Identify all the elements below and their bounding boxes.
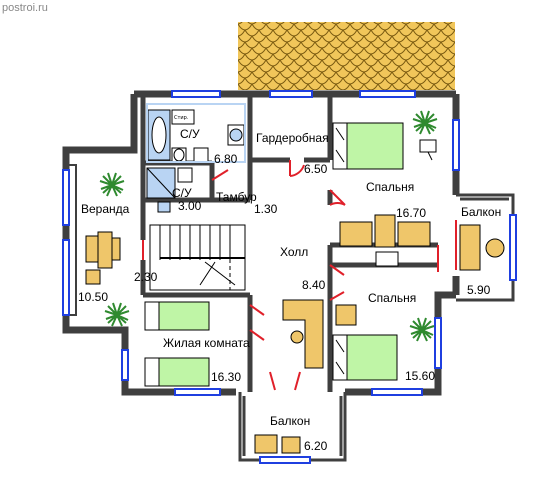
room-label-bedroom1: Спальня [366,180,414,194]
plant-icon [99,172,125,197]
room-label-living: Жилая комната [163,336,250,350]
room-area-hall: 8.40 [302,278,326,292]
plant-icon [104,302,130,327]
bedroom-1-furniture [332,122,437,170]
boiler-label: Стир. [174,115,189,121]
staircase [149,224,246,291]
bathroom-1-fixtures [146,103,246,163]
bathroom-2-fixtures [146,167,193,213]
room-label-bath1: С/У [180,127,200,141]
room-label-vestibule: Тамбур [216,190,257,204]
doors [142,160,457,391]
room-area-living: 16.30 [211,370,241,384]
plant-icon [409,317,435,342]
room-label-bath2: С/У [172,186,192,200]
bedroom-2-furniture [332,304,398,381]
roof-tiles-offset [238,22,455,90]
veranda-furniture [85,231,121,285]
room-area-bedroom2: 15.60 [405,369,435,383]
room-label-bedroom2: Спальня [368,291,416,305]
room-label-balcony-right: Балкон [461,205,501,219]
windows [62,90,517,464]
room-label-hall: Холл [280,245,308,259]
hall-furniture [282,214,431,369]
room-area-bath1: 6.80 [214,152,238,166]
plant-icon [412,110,438,135]
balcony-right-furniture [459,224,505,271]
room-label-balcony-bottom: Балкон [270,414,310,428]
room-area-wardrobe: 6.50 [304,162,328,176]
balcony-bottom-furniture [254,434,301,454]
room-area-balcony-bottom: 6.20 [304,439,328,453]
room-area-bath2: 3.00 [178,199,202,213]
living-room-furniture [144,301,210,387]
watermark: postroi.ru [2,2,48,14]
room-label-wardrobe: Гардеробная [256,131,329,145]
room-area-veranda: 10.50 [78,290,108,304]
room-area-bedroom1: 16.70 [396,206,426,220]
room-area-stairs: 2.30 [134,270,158,284]
room-area-balcony-right: 5.90 [467,283,491,297]
room-area-vestibule: 1.30 [254,202,278,216]
room-label-veranda: Веранда [81,202,130,216]
